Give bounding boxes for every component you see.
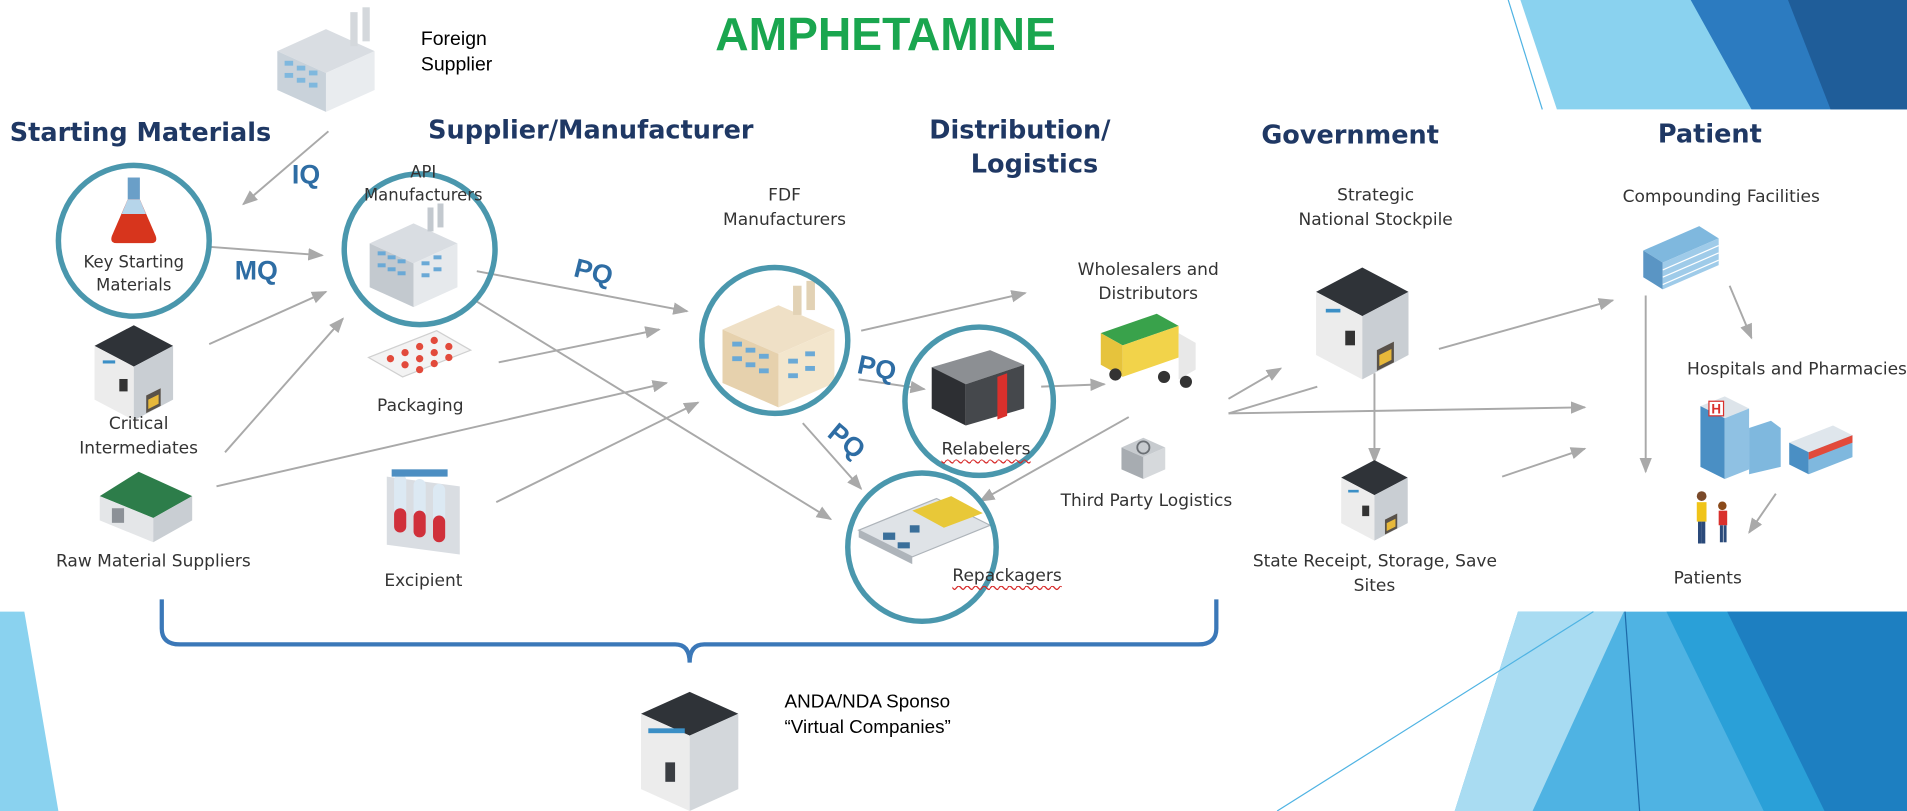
label-patients: Patients <box>1673 569 1742 589</box>
label-raw-material-suppliers: Raw Material Suppliers <box>55 552 251 572</box>
label-relabelers: Relabelers <box>941 440 1031 460</box>
header-distribution: Distribution/ Logistics <box>929 113 1110 181</box>
label-critical-intermediates: Critical Intermediates <box>79 414 199 459</box>
label-sponsor: ANDA/NDA Sponso “Virtual Companies” <box>784 691 951 739</box>
office-building-icon <box>1643 226 1719 290</box>
label-packaging: Packaging <box>377 396 464 416</box>
label-third-party-logistics: Third Party Logistics <box>1060 491 1233 511</box>
label-wholesalers: Wholesalers and Distributors <box>1077 260 1219 304</box>
hospital-icon: H <box>1700 396 1781 480</box>
highlight-circles <box>55 162 1057 625</box>
highlight-key-starting <box>55 162 212 319</box>
people-icon <box>1696 491 1728 544</box>
header-starting-materials: Starting Materials <box>9 117 272 148</box>
label-fdf-manufacturers: FDF Manufacturers <box>723 186 847 230</box>
truck-icon <box>1100 313 1196 388</box>
office-building-icon <box>641 691 739 811</box>
highlight-fdf <box>699 264 851 417</box>
label-excipient: Excipient <box>384 571 463 591</box>
label-api-manufacturers: API Manufacturers <box>363 162 483 206</box>
label-mq: MQ <box>234 255 278 286</box>
header-distribution-line1: Distribution/ <box>929 115 1111 145</box>
label-key-starting-materials: Key Starting Materials <box>83 252 185 296</box>
label-strategic-stockpile: Strategic National Stockpile <box>1298 186 1453 230</box>
highlight-relabelers <box>902 324 1057 479</box>
page-title: AMPHETAMINE <box>715 9 1056 61</box>
label-repackagers: Repackagers <box>952 566 1062 587</box>
header-government: Government <box>1261 120 1439 150</box>
flow-arrows <box>208 130 1777 534</box>
label-state-receipt: State Receipt, Storage, Save Sites <box>1252 552 1497 596</box>
label-foreign-supplier: Foreign Supplier <box>420 29 493 76</box>
warehouse-icon <box>1316 267 1409 380</box>
highlight-repackagers <box>845 470 999 625</box>
cooling-unit-icon <box>1121 437 1166 480</box>
pharmacy-icon <box>1789 425 1853 475</box>
sponsor-bracket <box>159 599 1219 663</box>
factory-icon <box>722 280 835 408</box>
label-iq: IQ <box>291 159 321 190</box>
floorplan-icon <box>857 496 992 565</box>
warehouse-icon <box>94 325 174 421</box>
server-rack-icon <box>931 350 1025 426</box>
label-hospitals-pharmacies: Hospitals and Pharmacies <box>1687 359 1907 380</box>
svg-text:H: H <box>1711 401 1721 416</box>
warehouse-icon <box>1341 460 1408 541</box>
factory-icon <box>277 7 375 112</box>
header-supplier-manufacturer: Supplier/Manufacturer <box>428 115 754 145</box>
flask-icon <box>111 177 157 244</box>
highlight-api <box>341 171 498 328</box>
barn-icon <box>99 471 193 543</box>
header-distribution-line2: Logistics <box>970 149 1099 179</box>
pill-blister-icon <box>367 330 473 378</box>
test-tubes-icon <box>386 469 460 555</box>
label-compounding-facilities: Compounding Facilities <box>1622 187 1820 207</box>
factory-icon <box>369 203 458 308</box>
header-patient: Patient <box>1657 119 1762 149</box>
